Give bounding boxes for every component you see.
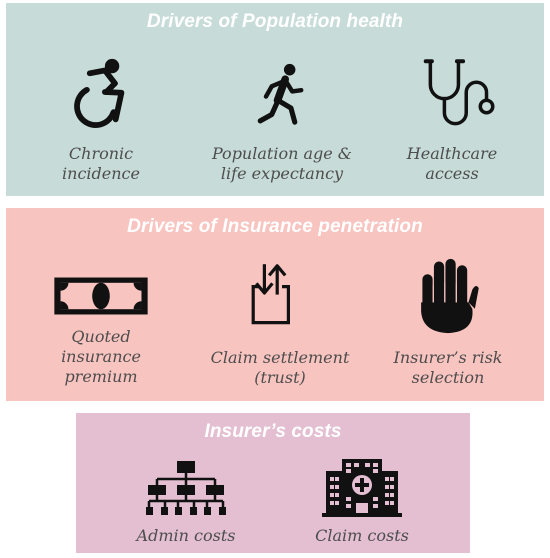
stop-hand-icon (421, 258, 479, 334)
quoted-premium-label: Quoted insurance premium (61, 327, 141, 386)
risk-selection-label: Insurer’s risk selection (393, 348, 503, 387)
box-exchange-icon (251, 264, 290, 325)
insurer-costs-title: Insurer’s costs (204, 421, 342, 442)
insurance-penetration-title: Drivers of Insurance penetration (127, 216, 423, 237)
wheelchair-icon (74, 58, 125, 128)
stethoscope-icon (423, 59, 495, 126)
hospital-icon (322, 459, 402, 517)
chronic-incidence-label: Chronic incidence (62, 144, 140, 183)
running-person-icon (257, 63, 304, 125)
org-chart-icon (146, 461, 226, 515)
healthcare-access-label: Healthcare access (406, 144, 498, 183)
banknote-icon (54, 277, 148, 315)
population-health-title: Drivers of Population health (146, 11, 404, 32)
population-age-label: Population age & life expectancy (211, 144, 353, 183)
insurer-costs-panel: Insurer’s costs Admin costs (76, 413, 470, 553)
claim-costs-label: Claim costs (315, 526, 409, 545)
claim-settlement-label: Claim settlement (trust) (210, 348, 350, 387)
insurance-penetration-panel: Drivers of Insurance penetration Quoted … (6, 208, 544, 401)
population-health-panel: Drivers of Population health Chronic inc… (6, 3, 544, 196)
admin-costs-label: Admin costs (136, 526, 236, 545)
